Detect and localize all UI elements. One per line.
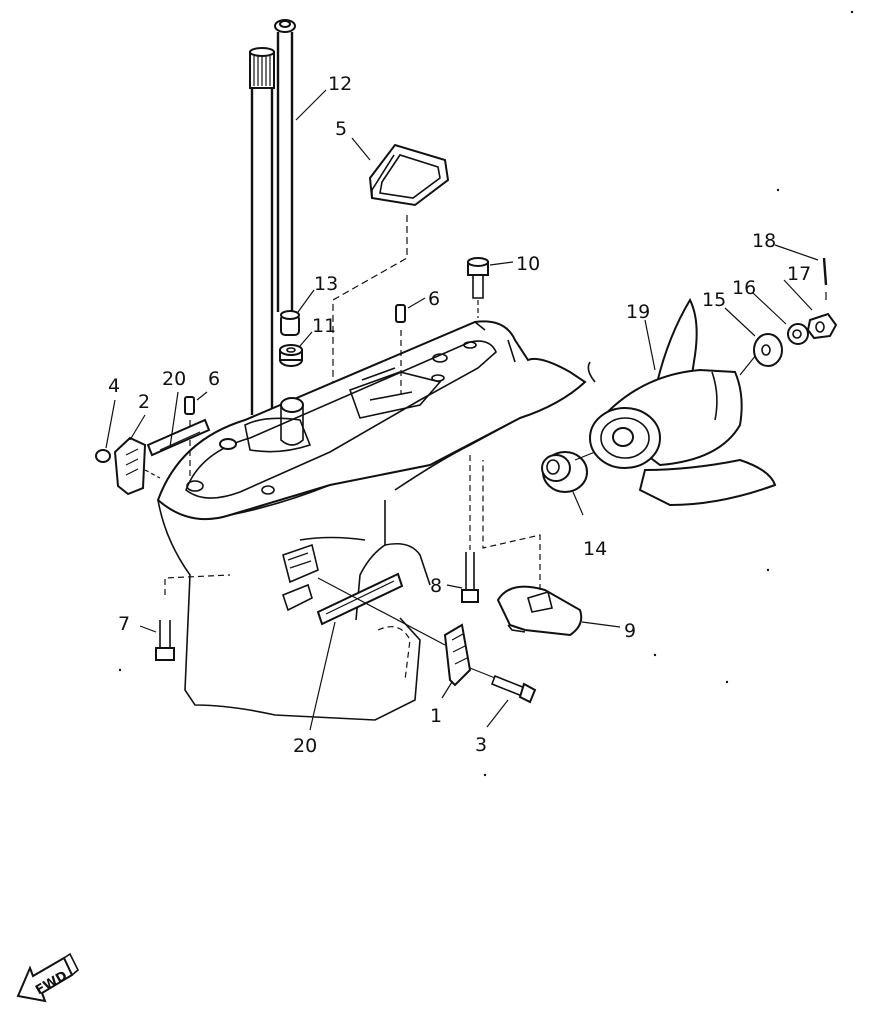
- anode-1: [317, 577, 472, 687]
- grommet-11: [279, 344, 303, 367]
- label-18: 18: [752, 230, 776, 252]
- dowel-pin-right: [395, 304, 406, 395]
- label-16: 16: [732, 277, 756, 299]
- anode-2: [113, 436, 161, 496]
- washer-15: [753, 333, 783, 367]
- nut-17: [806, 312, 838, 340]
- label-13: 13: [314, 273, 338, 295]
- label-2: 2: [138, 391, 150, 413]
- label-10: 10: [516, 253, 540, 275]
- label-3: 3: [475, 734, 487, 756]
- label-6-right: 6: [428, 288, 440, 310]
- collar-13: [280, 310, 300, 336]
- label-8: 8: [430, 575, 442, 597]
- label-19: 19: [626, 301, 650, 323]
- label-12: 12: [328, 73, 352, 95]
- gasket: [368, 143, 450, 207]
- bolt-7: [155, 574, 231, 661]
- label-9: 9: [624, 620, 636, 642]
- dowel-pin-left: [184, 396, 195, 478]
- cover-9: [482, 460, 583, 637]
- label-1: 1: [430, 705, 442, 727]
- bolt-10: [467, 257, 489, 318]
- label-4: 4: [108, 375, 120, 397]
- lower-casing: [156, 320, 587, 721]
- drive-shaft: [249, 47, 275, 415]
- decal-20-left: [146, 418, 211, 457]
- label-20-bottom: 20: [293, 735, 317, 757]
- label-11: 11: [312, 315, 336, 337]
- gasket-guide-line: [332, 215, 408, 440]
- washer-16: [787, 323, 809, 345]
- label-6-left: 6: [208, 368, 220, 390]
- label-20-left: 20: [162, 368, 186, 390]
- nut-4: [95, 449, 111, 463]
- leader-lines: [105, 89, 819, 731]
- screw-3: [469, 667, 537, 704]
- part-labels: 12 5 10 18 17 13 6 16 15 19 11 20 6 4 2 …: [108, 73, 811, 757]
- scan-dots: [118, 10, 854, 777]
- label-14: 14: [583, 538, 607, 560]
- label-5: 5: [335, 118, 347, 140]
- label-7: 7: [118, 613, 130, 635]
- cotter-pin-18: [822, 257, 828, 300]
- propeller: [587, 297, 777, 507]
- fwd-arrow-icon: FWD: [16, 952, 79, 1003]
- bolt-8: [461, 455, 479, 603]
- shift-rod: [274, 19, 296, 312]
- label-17: 17: [787, 263, 811, 285]
- label-15: 15: [702, 289, 726, 311]
